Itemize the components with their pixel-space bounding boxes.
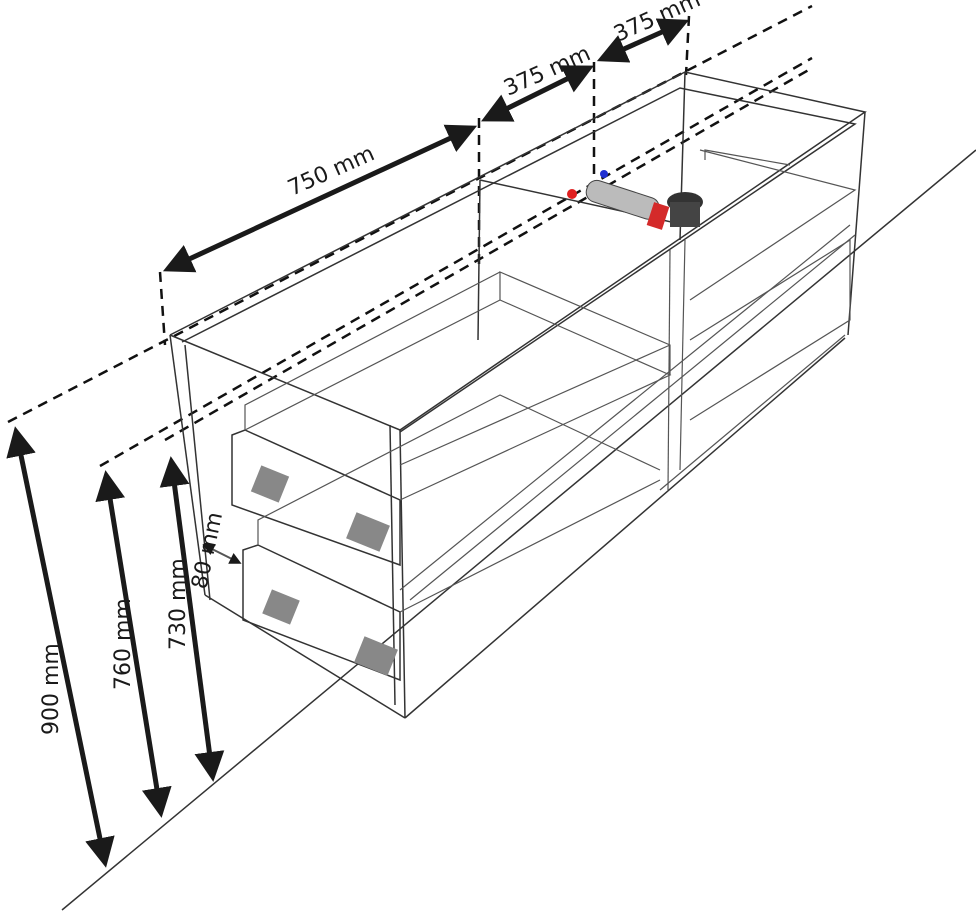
width-half-2-arrow [596,18,690,63]
upper-drawer [231,271,672,567]
height-cabinet-label: 730 mm [166,558,191,650]
cabinet-body [169,71,867,719]
height-total-label: 900 mm [39,643,64,735]
siphon [567,170,703,230]
drawer-runner-bracket [262,589,300,625]
height-cabinet-arrow [159,456,225,782]
lower-drawer [242,394,661,682]
plinth-arrow [202,544,242,564]
cabinet-reference-line [164,66,813,442]
height-mid-label: 760 mm [111,598,136,690]
drawer-runner-bracket [250,465,290,503]
width-total-arrow [162,124,478,273]
extension-line [158,271,167,346]
mid-reference-line [99,56,813,468]
hot-water-valve [567,189,577,199]
cold-water-valve [600,170,608,178]
height-mid-arrow [95,470,172,818]
width-half-2-label: 375 mm [610,0,704,47]
plinth-recess-label: 80 mm [187,510,228,591]
width-half-1-arrow [481,65,594,122]
drawer-runner-bracket [346,512,390,552]
height-total-arrow [6,426,115,868]
drawer-runner-bracket [354,636,398,676]
extension-line [684,15,691,76]
wall-line [61,149,976,911]
right-drawers [689,149,857,421]
